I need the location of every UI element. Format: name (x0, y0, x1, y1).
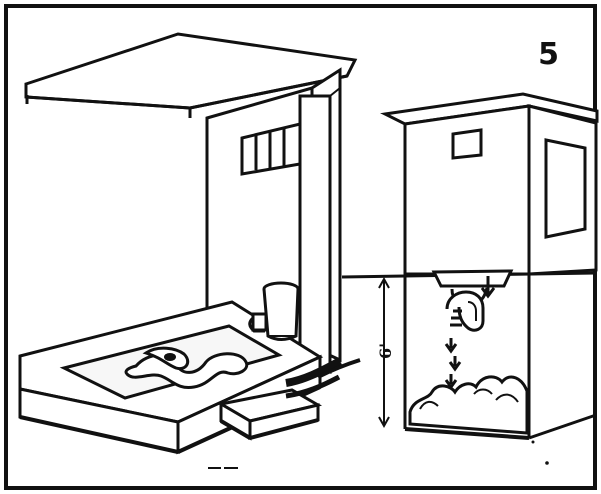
depth-label: 6' (378, 343, 394, 359)
panel-number: 5 (538, 40, 559, 70)
section-building (385, 94, 597, 274)
